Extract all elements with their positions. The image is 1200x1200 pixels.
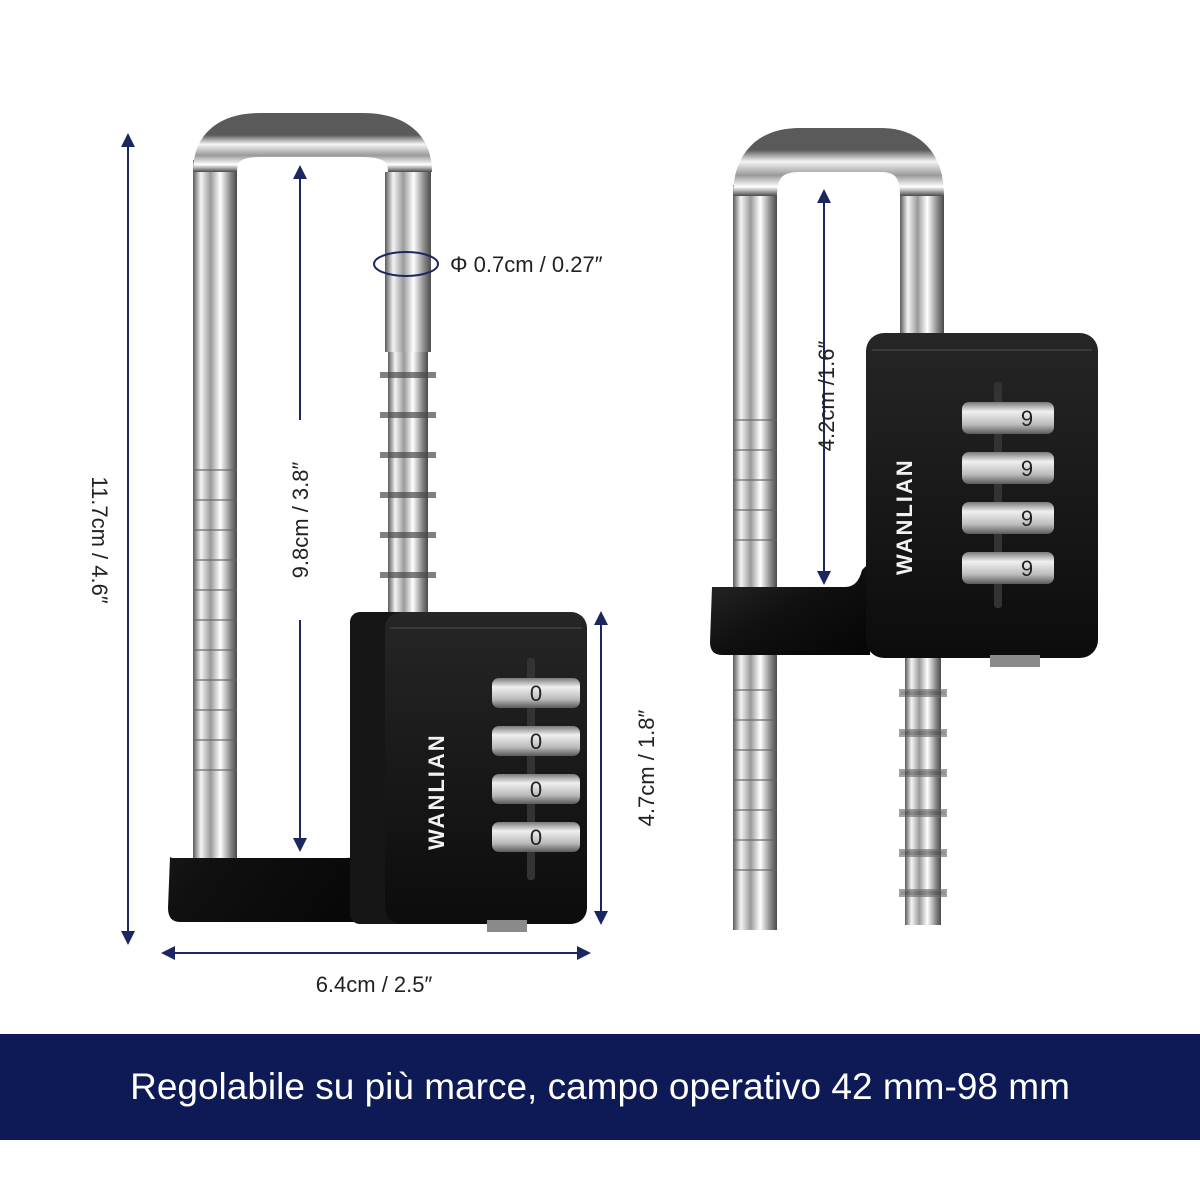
left-padlock: WANLIAN 0 0 0 0	[168, 113, 587, 932]
svg-text:0: 0	[530, 825, 542, 850]
right-dial-wheel-4[interactable]: 9	[962, 552, 1054, 584]
right-shackle	[733, 128, 947, 930]
feature-banner: Regolabile su più marce, campo operativo…	[0, 1034, 1200, 1140]
left-dial-wheel-1[interactable]: 0	[492, 678, 580, 708]
width-label: 6.4cm / 2.5″	[316, 972, 433, 997]
svg-text:9: 9	[1021, 406, 1033, 431]
right-dial-wheel-1[interactable]: 9	[962, 402, 1054, 434]
svg-text:0: 0	[530, 729, 542, 754]
svg-text:9: 9	[1021, 456, 1033, 481]
body-height-label: 4.7cm / 1.8″	[634, 709, 659, 826]
inner-height-label: 9.8cm / 3.8″	[288, 461, 313, 578]
svg-text:9: 9	[1021, 506, 1033, 531]
total-height-label: 11.7cm / 4.6″	[87, 476, 112, 603]
right-padlock: WANLIAN 9 9 9 9	[710, 128, 1098, 930]
right-brand-logo: WANLIAN	[892, 458, 917, 575]
left-dial-wheel-3[interactable]: 0	[492, 774, 580, 804]
left-lock-body	[385, 612, 587, 924]
svg-text:0: 0	[530, 681, 542, 706]
left-dial-wheel-4[interactable]: 0	[492, 822, 580, 852]
dimension-annotations	[121, 133, 831, 960]
left-dial-wheel-2[interactable]: 0	[492, 726, 580, 756]
svg-text:0: 0	[530, 777, 542, 802]
left-brand-logo: WANLIAN	[424, 733, 449, 850]
clearance-label: 4.2cm /1.6″	[814, 341, 839, 452]
right-base-housing	[710, 562, 870, 655]
left-shackle	[193, 113, 436, 860]
left-combination-dials: 0 0 0 0	[492, 658, 580, 880]
diameter-ring	[373, 251, 439, 277]
svg-text:9: 9	[1021, 556, 1033, 581]
right-dial-wheel-2[interactable]: 9	[962, 452, 1054, 484]
banner-caption: Regolabile su più marce, campo operativo…	[130, 1066, 1070, 1107]
right-combination-dials: 9 9 9 9	[962, 382, 1054, 608]
right-dial-wheel-3[interactable]: 9	[962, 502, 1054, 534]
diameter-label: Φ 0.7cm / 0.27″	[450, 252, 603, 277]
